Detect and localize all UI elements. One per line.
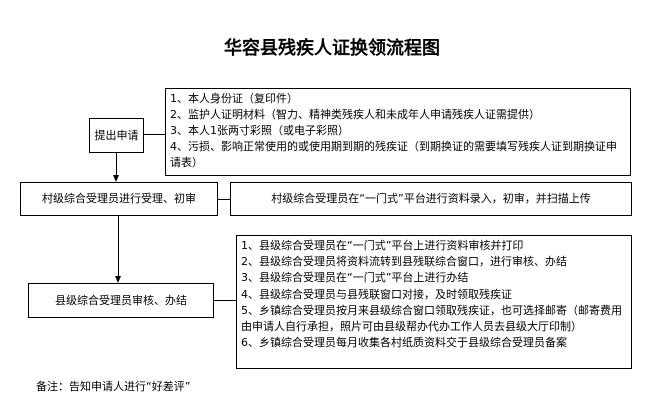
connector [116, 153, 117, 176]
arrow-down-icon [113, 175, 119, 182]
page-title: 华容县残疾人证换领流程图 [224, 38, 440, 59]
connector [144, 134, 165, 135]
county-detail-item: 1、县级综合受理员在“一门式”平台上进行资料审核并打印 [241, 239, 524, 252]
materials-box: 1、本人身份证（复印件） 2、监护人证明材料（智力、精神类残疾人和未成年人申请残… [165, 88, 631, 176]
note: 备注：告知申请人进行“好差评” [36, 380, 191, 393]
county-detail-item: 2、县级综合受理员将资料流转到县残联综合窗口，进行审核、办结 [241, 255, 567, 269]
step-village: 村级综合受理员进行受理、初审 [20, 182, 218, 216]
connector [118, 216, 119, 276]
step-county: 县级综合受理员审核、办结 [28, 283, 214, 318]
connector [218, 199, 230, 200]
material-item: 4、污损、影响正常使用的或使用期到期的残疾证（到期换证的需要填写残疾人证到期换证… [170, 140, 617, 169]
county-details-box: 1、县级综合受理员在“一门式”平台上进行资料审核并打印 2、县级综合受理员将资料… [236, 235, 632, 369]
village-detail-box: 村级综合受理员在“一门式”平台进行资料录入，初审，并扫描上传 [230, 182, 632, 216]
material-item: 3、本人1张两寸彩照（或电子彩照） [170, 124, 349, 137]
county-detail-item: 3、县级综合受理员在“一门式”平台上进行办结 [241, 271, 469, 285]
arrow-down-icon [115, 276, 121, 283]
county-detail-item: 6、乡镇综合受理员每月收集各村纸质资料交于县级综合受理员备案 [241, 336, 567, 350]
material-item: 1、本人身份证（复印件） [170, 92, 298, 105]
material-item: 2、监护人证明材料（智力、精神类残疾人和未成年人申请残疾人证需提供） [170, 108, 540, 121]
connector [214, 300, 236, 301]
county-detail-item: 5、乡镇综合受理员按月来县级综合窗口领取残疾证，也可选择邮寄（邮寄费用由申请人自… [241, 303, 622, 334]
step-apply: 提出申请 [89, 118, 144, 153]
county-detail-item: 4、县级综合受理员与县残联窗口对接，及时领取残疾证 [241, 287, 512, 301]
